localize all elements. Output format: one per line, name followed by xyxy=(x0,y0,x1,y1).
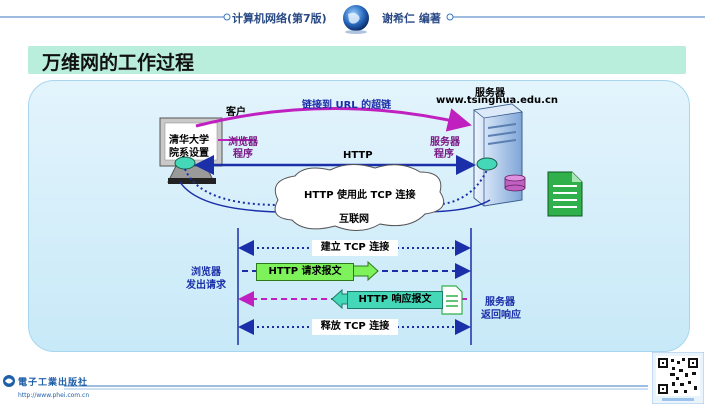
establish-tcp-label: 建立 TCP 连接 xyxy=(312,240,398,256)
footer-decoration xyxy=(64,385,648,390)
response-document-icon xyxy=(441,285,463,315)
client-label: 客户 xyxy=(226,107,246,118)
book-title: 计算机网络(第7版) xyxy=(232,12,327,25)
release-tcp-label: 释放 TCP 连接 xyxy=(312,319,398,335)
internet-label: 互联网 xyxy=(339,214,369,225)
server-label: 服务器 xyxy=(475,88,505,99)
screen-text-line2: 院系设置 xyxy=(169,148,209,159)
document-icon xyxy=(547,171,583,217)
server-program-line2: 程序 xyxy=(434,149,454,160)
hyperlink-label: 链接到 URL 的超链 xyxy=(302,100,392,111)
publisher-logo-icon xyxy=(3,375,15,387)
browser-request-line2: 发出请求 xyxy=(186,280,226,291)
slide-title: 万维网的工作过程 xyxy=(42,52,195,74)
title-bar xyxy=(28,46,686,74)
http-label: HTTP xyxy=(343,150,373,161)
browser-program-line1: 浏览器 xyxy=(228,137,258,148)
server-response-line1: 服务器 xyxy=(485,297,515,308)
http-request-label: HTTP 请求报文 xyxy=(256,263,354,281)
screen-text-line1: 清华大学 xyxy=(169,135,209,146)
publisher-logo-text: 電子工業出版社 xyxy=(18,378,89,388)
browser-program-line2: 程序 xyxy=(233,149,253,160)
internet-cloud xyxy=(274,164,445,231)
browser-request-line1: 浏览器 xyxy=(191,267,221,278)
author-name: 谢希仁 编著 xyxy=(382,12,441,25)
server-response-line2: 返回响应 xyxy=(481,310,521,321)
server-program-line1: 服务器 xyxy=(430,137,460,148)
server-domain: www.tsinghua.edu.cn xyxy=(436,95,559,106)
publisher-url: http://www.phei.com.cn xyxy=(18,392,90,399)
http-response-label: HTTP 响应报文 xyxy=(347,291,443,309)
tcp-cloud-label: HTTP 使用此 TCP 连接 xyxy=(304,190,416,201)
header-decoration xyxy=(0,13,705,21)
database-icon xyxy=(504,174,526,192)
globe-icon xyxy=(343,5,369,34)
qr-code-icon xyxy=(652,352,704,404)
